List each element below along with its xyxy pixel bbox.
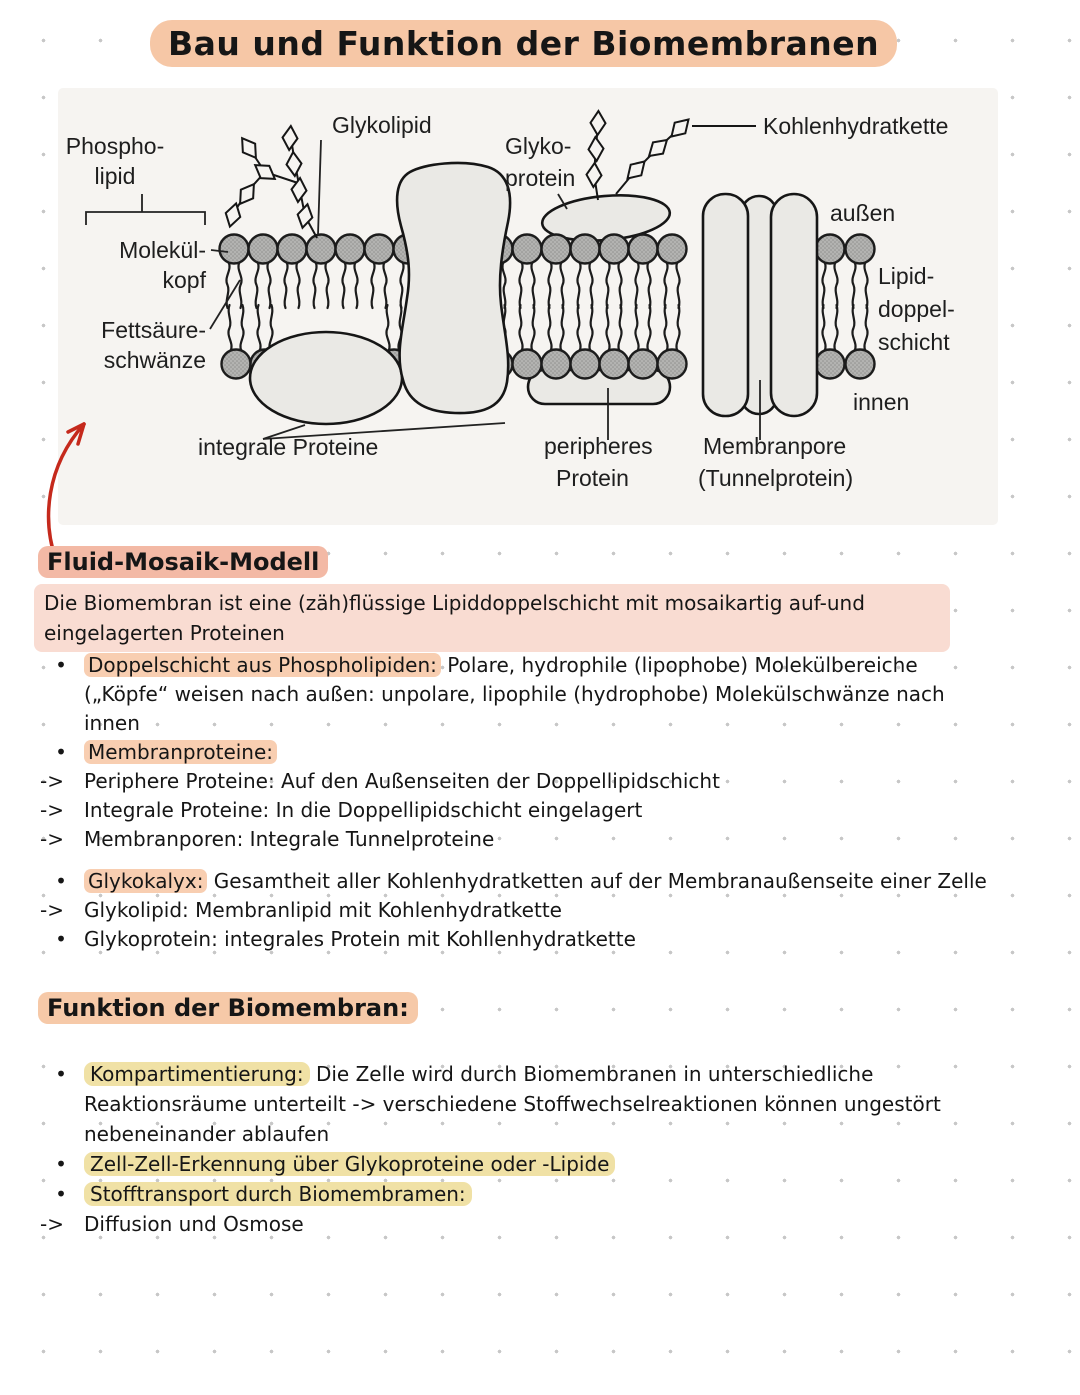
bullet-marker: • bbox=[55, 927, 67, 951]
list-item: -> Membranporen: Integrale Tunnelproteine bbox=[38, 825, 1053, 854]
glycoprotein-label-line1: Glyko- bbox=[505, 133, 571, 159]
function-heading: Funktion der Biomembran: bbox=[38, 992, 418, 1024]
item-text: nebeneinander ablaufen bbox=[84, 1122, 330, 1146]
fluid-mosaic-intro: Die Biomembran ist eine (zäh)flüssige Li… bbox=[34, 584, 950, 652]
glycolipid-chain bbox=[221, 124, 318, 239]
list-item: • Glykoprotein: integrales Protein mit Ko… bbox=[38, 925, 1053, 954]
arrow-marker: -> bbox=[40, 898, 64, 922]
highlighted-term: Doppelschicht aus Phospholipiden: bbox=[84, 653, 441, 677]
item-text: Gesamtheit aller Kohlenhydratketten auf … bbox=[207, 869, 987, 893]
list-item: -> Periphere Proteine: Auf den Außenseite… bbox=[38, 767, 1053, 796]
molecule-head-label-line1: Molekül- bbox=[119, 237, 206, 263]
item-text: („Köpfe“ weisen nach außen: unpolare, li… bbox=[84, 682, 945, 706]
bullet-marker: • bbox=[55, 1152, 67, 1176]
integral-proteins-label: integrale Proteine bbox=[198, 434, 378, 460]
list-item: innen bbox=[38, 709, 1053, 738]
list-item: • Zell-Zell-Erkennung über Glykoproteine … bbox=[38, 1149, 1053, 1179]
item-text: Reaktionsräume unterteilt -> verschieden… bbox=[84, 1092, 941, 1116]
membrane-figure: Glykolipid Phospho- lipid Molekül- kopf … bbox=[66, 109, 955, 491]
arrow-marker: -> bbox=[40, 769, 64, 793]
list-item: -> Glykolipid: Membranlipid mit Kohlenhyd… bbox=[38, 896, 1053, 925]
inside-label: innen bbox=[853, 389, 909, 415]
biomembrane-diagram: Glykolipid Phospho- lipid Molekül- kopf … bbox=[58, 88, 998, 525]
item-text: Glykoprotein: integrales Protein mit Koh… bbox=[84, 927, 636, 951]
lipid-bilayer-label-line2: doppel- bbox=[878, 296, 955, 322]
list-item: • Doppelschicht aus Phospholipiden: Polar… bbox=[38, 651, 1053, 680]
label-pointer-lines bbox=[85, 139, 761, 440]
fluid-mosaic-heading-text: Fluid-Mosaik-Modell bbox=[38, 546, 329, 578]
glycoprotein-chains bbox=[584, 109, 756, 201]
intro-line-2: eingelagerten Proteinen bbox=[44, 621, 285, 645]
bullet-marker: • bbox=[55, 740, 67, 764]
outside-label: außen bbox=[830, 200, 895, 226]
integral-protein-large-shape bbox=[395, 161, 512, 415]
integral-protein-oval-shape bbox=[248, 330, 404, 426]
bullet-marker: • bbox=[55, 869, 67, 893]
list-item: • Stofftransport durch Biomembramen: bbox=[38, 1179, 1053, 1209]
highlighted-term: Kompartimentierung: bbox=[84, 1062, 310, 1086]
lipid-bilayer-label-line1: Lipid- bbox=[878, 263, 934, 289]
function-heading-text: Funktion der Biomembran: bbox=[38, 992, 418, 1024]
highlighted-term: Glykokalyx: bbox=[84, 869, 208, 893]
item-text: Periphere Proteine: Auf den Außenseiten … bbox=[84, 769, 720, 793]
list-item: -> Integrale Proteine: In die Doppellipid… bbox=[38, 796, 1053, 825]
highlighted-term: Membranproteine: bbox=[84, 740, 278, 764]
item-text: Integrale Proteine: In die Doppellipidsc… bbox=[84, 798, 643, 822]
peripheral-protein-label-line2: Protein bbox=[556, 465, 629, 491]
fluid-mosaic-list: • Doppelschicht aus Phospholipiden: Polar… bbox=[38, 651, 1053, 954]
glykolipid-label: Glykolipid bbox=[332, 112, 432, 138]
function-list: • Kompartimentierung: Die Zelle wird durc… bbox=[38, 1059, 1053, 1239]
arrow-marker: -> bbox=[40, 827, 64, 851]
red-curved-arrow bbox=[46, 422, 86, 562]
molecule-head-label-line2: kopf bbox=[163, 267, 207, 293]
list-item: • Glykokalyx: Gesamtheit aller Kohlenhydr… bbox=[38, 867, 1053, 896]
phospholipid-label-line2: lipid bbox=[95, 163, 136, 189]
list-item: • Kompartimentierung: Die Zelle wird durc… bbox=[38, 1059, 1053, 1089]
fatty-acid-label-line2: schwänze bbox=[104, 347, 206, 373]
bullet-marker: • bbox=[55, 1062, 67, 1086]
fluid-mosaic-heading: Fluid-Mosaik-Modell bbox=[38, 546, 329, 578]
page-title: Bau und Funktion der Biomembranen bbox=[150, 20, 898, 67]
membrane-pore-label-line1: Membranpore bbox=[703, 433, 846, 459]
intro-line-1: Die Biomembran ist eine (zäh)flüssige Li… bbox=[44, 591, 865, 615]
peripheral-protein-label-line1: peripheres bbox=[544, 433, 653, 459]
glycoprotein-label-line2: protein bbox=[505, 165, 575, 191]
membrane-pore-shape bbox=[701, 192, 819, 418]
list-item: („Köpfe“ weisen nach außen: unpolare, li… bbox=[38, 680, 1053, 709]
fatty-acid-label-line1: Fettsäure- bbox=[101, 317, 206, 343]
carbohydrate-chain-label: Kohlenhydratkette bbox=[763, 113, 948, 139]
highlighted-term: Stofftransport durch Biomembramen: bbox=[84, 1182, 472, 1206]
bullet-marker: • bbox=[55, 1182, 67, 1206]
bullet-marker: • bbox=[55, 653, 67, 677]
arrow-marker: -> bbox=[40, 798, 64, 822]
item-text: innen bbox=[84, 711, 140, 735]
item-text: Glykolipid: Membranlipid mit Kohlenhydra… bbox=[84, 898, 562, 922]
list-item: -> Diffusion und Osmose bbox=[38, 1209, 1053, 1239]
item-text: Die Zelle wird durch Biomembranen in unt… bbox=[309, 1062, 874, 1086]
arrow-marker: -> bbox=[40, 1212, 64, 1236]
list-item: Reaktionsräume unterteilt -> verschieden… bbox=[38, 1089, 1053, 1119]
item-text: Membranporen: Integrale Tunnelproteine bbox=[84, 827, 495, 851]
item-text: Polare, hydrophile (lipophobe) Molekülbe… bbox=[440, 653, 918, 677]
item-text: Diffusion und Osmose bbox=[84, 1212, 304, 1236]
list-item: nebeneinander ablaufen bbox=[38, 1119, 1053, 1149]
membrane-pore-label-line2: (Tunnelprotein) bbox=[698, 465, 853, 491]
highlighted-term: Zell-Zell-Erkennung über Glykoproteine o… bbox=[84, 1152, 616, 1176]
phospholipid-label-line1: Phospho- bbox=[66, 133, 164, 159]
lipid-bilayer-label-line3: schicht bbox=[878, 329, 950, 355]
list-item: • Membranproteine: bbox=[38, 738, 1053, 767]
